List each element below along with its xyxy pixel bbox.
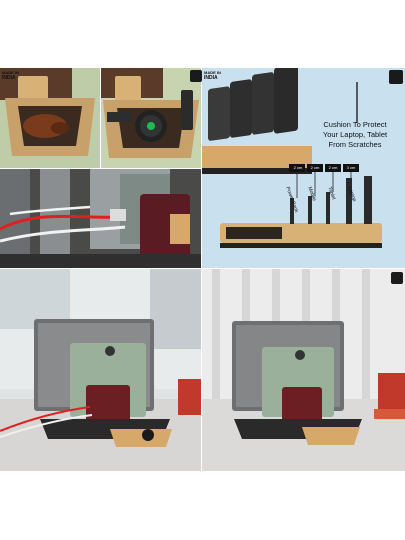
callout-line1: Cushion To Protect: [323, 120, 387, 129]
callout-line3: From Scratches: [328, 140, 382, 149]
slot-width-1: 2 cm: [293, 165, 303, 170]
photo-organizer-watch: [101, 68, 201, 168]
photo-lifestyle-charging: [0, 269, 201, 471]
product-info-panel: Cushion To Protect Your Laptop, Tablet F…: [202, 68, 405, 268]
photo-lifestyle-stand: [202, 269, 405, 471]
badge3-line1: MADE IN: [204, 70, 221, 75]
slot-width-2: 2 cm: [310, 165, 320, 170]
badge-made-in-india-3: MADE IN INDIA: [204, 70, 224, 84]
photo-organizer-pouch: [0, 68, 100, 168]
slot-width-4: 3 cm: [346, 165, 356, 170]
callout-text: Cushion To Protect Your Laptop, Tablet F…: [306, 120, 404, 150]
badge-line1: MADE IN: [2, 70, 19, 75]
brand-icon-bottom: [391, 272, 403, 284]
badge3-line2: INDIA: [204, 75, 218, 81]
callout-line2: Your Laptop, Tablet: [322, 130, 388, 139]
slot-width-3: 2 cm: [328, 165, 338, 170]
badge-made-in-india: MADE IN INDIA: [2, 70, 24, 82]
badge-made-in-india-2: [190, 70, 202, 82]
photo-charging-closeup: [0, 169, 201, 268]
badge-line2: INDIA: [2, 75, 16, 81]
brand-icon: [389, 70, 403, 84]
